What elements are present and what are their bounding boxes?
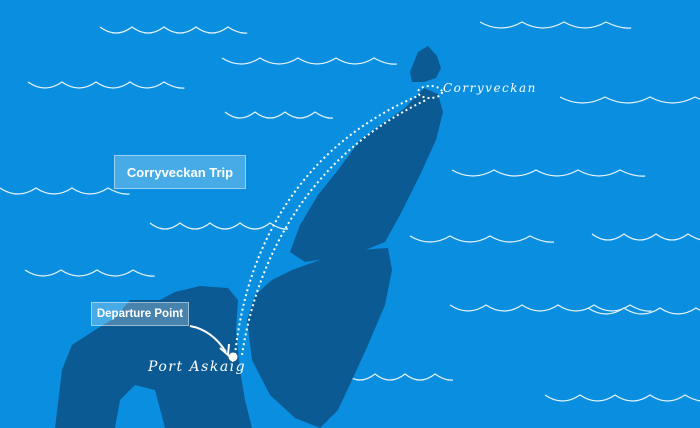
wave [224, 111, 334, 119]
wave [559, 96, 700, 104]
wave [449, 304, 652, 312]
trip-title-label: Corryveckan Trip [114, 155, 246, 189]
port-askaig-label: Port Askaig [148, 359, 247, 375]
route-return [241, 99, 427, 356]
corryveckan-loop [417, 85, 443, 99]
route [234, 85, 443, 356]
jura-south [247, 248, 392, 428]
wave [591, 233, 700, 241]
wave [27, 81, 185, 89]
wave [221, 57, 397, 65]
wave [99, 26, 248, 34]
islay-inlet [115, 385, 165, 428]
islay [55, 286, 252, 428]
sea-waves [0, 21, 700, 402]
wave [479, 21, 632, 29]
wave [0, 187, 130, 195]
departure-point-label: Departure Point [91, 302, 189, 326]
port-askaig-marker[interactable] [228, 352, 238, 362]
corryveckan-label: Corryveckan [443, 81, 537, 95]
jura-north [290, 88, 443, 262]
wave [149, 222, 289, 230]
land [55, 46, 443, 428]
wave [409, 235, 555, 243]
wave [587, 307, 700, 315]
wave [451, 169, 646, 177]
wave [344, 373, 454, 381]
arrow-icon [189, 325, 227, 353]
wave [544, 394, 700, 402]
wave [24, 269, 155, 277]
jura-north-knob [410, 46, 441, 82]
arrow-head-icon [219, 343, 230, 358]
